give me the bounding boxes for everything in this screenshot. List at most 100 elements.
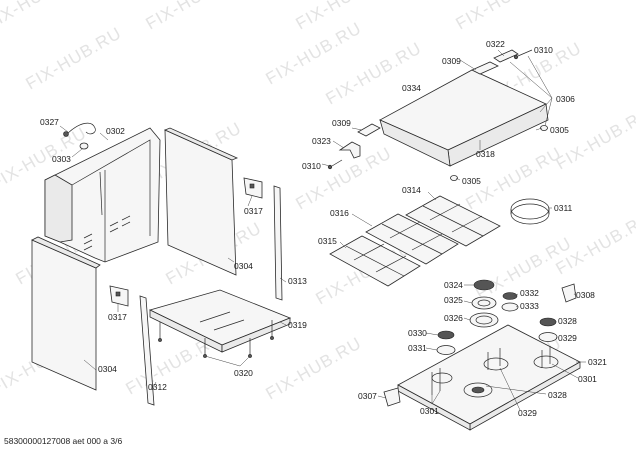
burner-parts — [383, 279, 581, 431]
callout-0301-left: 0301 — [420, 406, 439, 416]
callout-0305-right: 0305 — [550, 125, 569, 135]
callout-0307: 0307 — [358, 391, 377, 401]
watermark-text: FIX-HUB.RU — [23, 23, 125, 93]
clip-0307 — [383, 387, 401, 407]
callout-0310-left: 0310 — [302, 161, 321, 171]
base-plate-skirt-right — [221, 317, 291, 353]
callout-0332: 0332 — [520, 288, 539, 298]
base-plate-slot — [199, 311, 231, 323]
callout-0324: 0324 — [444, 280, 463, 290]
watermark-text: FIX-HUB.RU — [143, 0, 245, 33]
callout-0330: 0330 — [408, 328, 427, 338]
injectors-0301 — [431, 346, 551, 395]
hob-burner-well — [483, 357, 509, 371]
leader-lines — [59, 49, 586, 411]
watermark-text: FIX-HUB.RU — [293, 143, 395, 213]
callout-0311: 0311 — [554, 203, 573, 213]
callout-0328-bottom: 0328 — [548, 390, 567, 400]
lid-frame-front — [379, 119, 451, 167]
callout-0313: 0313 — [288, 276, 307, 286]
pan-support-0314 — [405, 195, 501, 247]
callout-0309-top: 0309 — [442, 56, 461, 66]
callout-0305-bottom: 0305 — [462, 176, 481, 186]
watermark-text: FIX-HUB.RU — [0, 0, 85, 33]
callout-0326: 0326 — [444, 313, 463, 323]
callout-0303: 0303 — [52, 154, 71, 164]
burner-cap-0324 — [473, 279, 495, 291]
cabinet-assembly — [31, 122, 292, 406]
callout-0308: 0308 — [576, 290, 595, 300]
base-plate-slot — [213, 319, 245, 331]
callout-0320: 0320 — [234, 368, 253, 378]
callout-0325: 0325 — [444, 295, 463, 305]
callout-0317-left: 0317 — [108, 312, 127, 322]
side-panel-0304-right-edge — [163, 127, 239, 161]
burner-0333 — [501, 302, 519, 312]
hinge-block-0309-top — [471, 61, 499, 75]
burner-cap-0330 — [437, 330, 455, 340]
bracket-hole — [249, 183, 255, 189]
callout-0333: 0333 — [520, 301, 539, 311]
callout-0317-right: 0317 — [244, 206, 263, 216]
callout-0316: 0316 — [330, 208, 349, 218]
callout-0301-right: 0301 — [578, 374, 597, 384]
callout-0334: 0334 — [402, 83, 421, 93]
diagram-reference-code: 58300000127008 aet 000 a 3/6 — [4, 436, 123, 446]
pan-supports — [329, 195, 550, 287]
callout-0302: 0302 — [106, 126, 125, 136]
callout-0322: 0322 — [486, 39, 505, 49]
screw-0310-left — [331, 159, 343, 167]
callout-0328-top: 0328 — [558, 316, 577, 326]
hob-burner-well — [463, 382, 493, 398]
bumper-0305-right — [540, 125, 548, 131]
feet-0320 — [158, 320, 274, 358]
callout-0315: 0315 — [318, 236, 337, 246]
watermark-text: FIX-HUB.RU — [553, 103, 636, 173]
burner-0326 — [469, 312, 499, 328]
callout-0329-bottom: 0329 — [518, 408, 537, 418]
hinge-cap-0322 — [493, 49, 519, 63]
power-cable-0327 — [67, 122, 96, 135]
vent-slots — [83, 171, 131, 251]
trim-strip-0312 — [139, 295, 155, 406]
hinge-bracket-0323 — [338, 141, 361, 159]
callout-0318: 0318 — [476, 149, 495, 159]
wok-ring-0311 — [510, 198, 550, 225]
callout-0323: 0323 — [312, 136, 331, 146]
callout-0304-right: 0304 — [234, 261, 253, 271]
callout-0312: 0312 — [148, 382, 167, 392]
callout-0327: 0327 — [40, 117, 59, 127]
screw-0310-top — [517, 49, 533, 57]
base-plate-0319 — [148, 289, 292, 346]
back-panel-fold — [71, 139, 151, 236]
callout-0309-left: 0309 — [332, 118, 351, 128]
burner-0329 — [538, 332, 558, 342]
watermark-text: FIX-HUB.RU — [453, 0, 555, 33]
callout-0314: 0314 — [402, 185, 421, 195]
hinge-block-0309-left — [357, 123, 381, 137]
burner-cap-0332 — [502, 292, 518, 300]
callout-0304-left: 0304 — [98, 364, 117, 374]
hob-burner-well — [533, 355, 559, 369]
screw-0310-top-head — [513, 54, 519, 60]
bracket-0308 — [561, 283, 577, 303]
burner-ring-0325 — [471, 296, 497, 310]
cable-bush-0303 — [79, 142, 89, 150]
watermark-text: FIX-HUB.RU — [263, 333, 365, 403]
bracket-hole — [115, 291, 121, 297]
pan-support-0316 — [365, 213, 459, 265]
callout-0329-top: 0329 — [558, 333, 577, 343]
bumper-0305-bottom — [450, 175, 458, 181]
lid-assembly — [327, 49, 553, 181]
callout-0331: 0331 — [408, 343, 427, 353]
pan-support-0315 — [329, 235, 421, 287]
burner-cap-0328 — [539, 317, 557, 327]
callout-0306: 0306 — [556, 94, 575, 104]
callout-0310-top: 0310 — [534, 45, 553, 55]
callout-0319: 0319 — [288, 320, 307, 330]
trim-strip-0313 — [273, 185, 283, 301]
cable-plug — [63, 131, 69, 137]
burner-0331 — [436, 345, 456, 355]
side-panel-0304-left-edge — [31, 236, 101, 269]
